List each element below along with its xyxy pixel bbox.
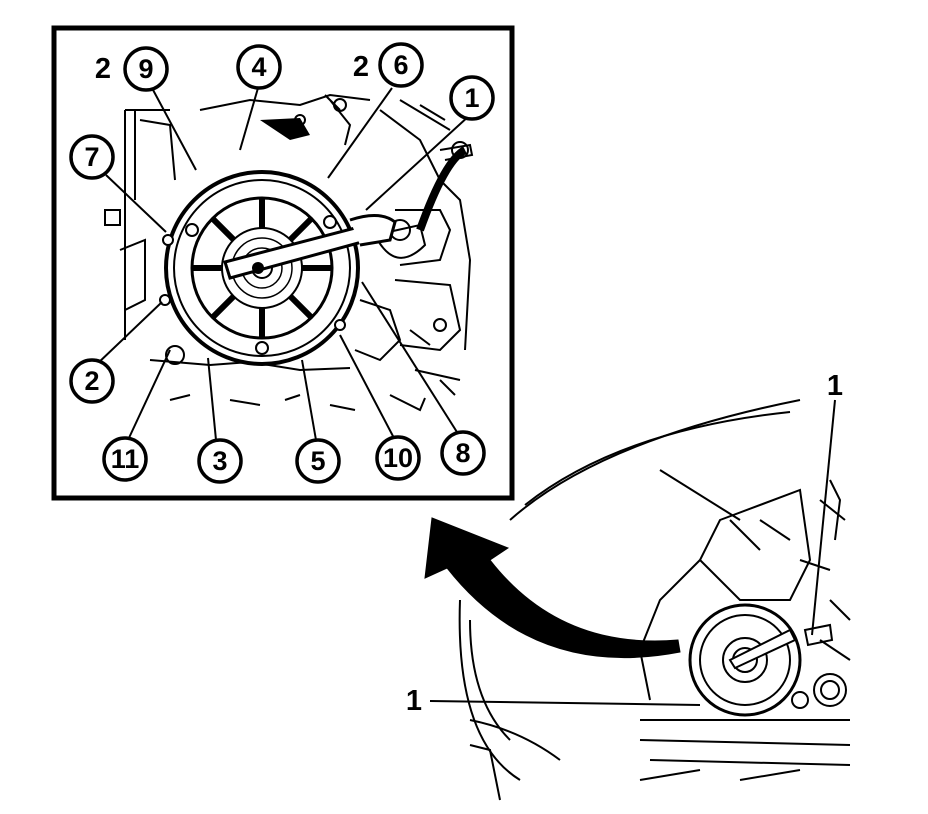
callout-10-label: 10 (383, 443, 413, 473)
callout-1: 1 (449, 75, 495, 121)
overview-label-upper: 1 (827, 370, 843, 402)
callout-5: 5 (295, 438, 341, 484)
callout-4: 4 (236, 44, 282, 90)
callout-6-prefix: 2 (353, 51, 369, 83)
callout-3-label: 3 (212, 446, 227, 476)
overview-label-lower: 1 (406, 685, 422, 717)
callout-2: 2 (69, 358, 115, 404)
overview-leader-lines (429, 399, 836, 706)
callout-9-label: 9 (138, 54, 153, 84)
callout-11-label: 11 (111, 444, 140, 474)
callout-8: 8 (440, 430, 486, 476)
callout-8-label: 8 (455, 438, 470, 468)
callout-6: 2 6 (353, 42, 424, 88)
curved-arrow-icon (424, 517, 681, 659)
callout-10: 10 (375, 435, 421, 481)
engine-background (104, 93, 474, 412)
callout-11: 11 (102, 436, 148, 482)
inset-leader-lines (95, 87, 471, 441)
callout-3: 3 (197, 438, 243, 484)
callout-4-label: 4 (251, 52, 266, 82)
callout-5-label: 5 (310, 446, 325, 476)
ac-compressor-detail (159, 170, 397, 366)
callout-9-prefix: 2 (95, 53, 111, 85)
vehicle-overview (458, 399, 851, 801)
inset-detail-view: 2 9 4 2 6 1 7 2 11 3 (51, 25, 515, 501)
callout-7: 7 (69, 134, 115, 180)
callout-2-label: 2 (84, 366, 99, 396)
callout-9: 2 9 (95, 46, 169, 92)
callout-1-label: 1 (464, 83, 479, 113)
callout-7-label: 7 (84, 142, 99, 172)
callout-6-label: 6 (393, 50, 408, 80)
